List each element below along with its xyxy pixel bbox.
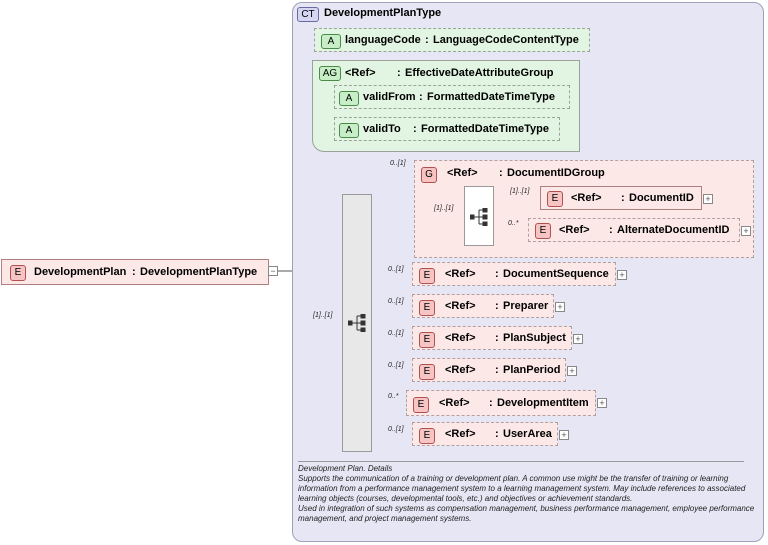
- element-ref: <Ref>: [559, 224, 590, 236]
- element-sep: :: [489, 397, 493, 409]
- expand-toggle[interactable]: +: [617, 270, 627, 280]
- element-ref: <Ref>: [445, 300, 476, 312]
- element-cardinality: 0..*: [388, 393, 399, 400]
- element-sep: :: [621, 192, 625, 204]
- attribute-box-languagecode[interactable]: A languageCode : LanguageCodeContentType: [314, 28, 590, 52]
- element-badge: E: [419, 300, 435, 316]
- complex-type-name: DevelopmentPlanType: [324, 7, 442, 19]
- group-name: DocumentIDGroup: [507, 167, 605, 179]
- expand-toggle[interactable]: +: [559, 430, 569, 440]
- documentation-paragraph: Used in integration of such systems as c…: [298, 504, 755, 523]
- element-ref: <Ref>: [571, 192, 602, 204]
- sequence-compositor[interactable]: [342, 194, 372, 452]
- attribute-type: FormattedDateTimeType: [427, 91, 555, 103]
- attribute-group-name: EffectiveDateAttributeGroup: [405, 67, 554, 79]
- attribute-badge: A: [339, 91, 359, 106]
- choice-compositor[interactable]: [464, 186, 494, 246]
- attribute-type: FormattedDateTimeType: [421, 123, 549, 135]
- attribute-group-ref: <Ref>: [345, 67, 376, 79]
- choice-icon: [470, 208, 488, 226]
- element-name: DocumentSequence: [503, 268, 609, 280]
- expand-toggle[interactable]: +: [741, 226, 751, 236]
- documentation-paragraph: Supports the communication of a training…: [298, 474, 746, 503]
- group-badge: G: [421, 167, 437, 183]
- attribute-box-validto[interactable]: A validTo : FormattedDateTimeType: [334, 117, 560, 141]
- attribute-sep: :: [413, 123, 417, 135]
- element-cardinality: 0..*: [508, 220, 519, 227]
- complex-type-badge: CT: [297, 7, 319, 22]
- element-cardinality: [1]..[1]: [510, 188, 530, 195]
- element-name: DevelopmentItem: [497, 397, 589, 409]
- element-box-documentid[interactable]: E <Ref> : DocumentID: [540, 186, 702, 210]
- element-badge: E: [419, 364, 435, 380]
- element-name: UserArea: [503, 428, 552, 440]
- attribute-group-badge: AG: [319, 66, 341, 81]
- element-box-developmentitem[interactable]: E <Ref> : DevelopmentItem: [406, 390, 596, 416]
- attribute-type: LanguageCodeContentType: [433, 34, 579, 46]
- element-badge: E: [413, 397, 429, 413]
- element-sep: :: [495, 268, 499, 280]
- group-sep: :: [499, 167, 503, 179]
- element-cardinality: 0..[1]: [388, 266, 404, 273]
- element-name: DocumentID: [629, 192, 694, 204]
- attribute-badge: A: [321, 34, 341, 49]
- expand-toggle[interactable]: +: [567, 366, 577, 376]
- expand-toggle[interactable]: +: [703, 194, 713, 204]
- documentation-divider: [298, 461, 744, 462]
- element-name: AlternateDocumentID: [617, 224, 730, 236]
- element-cardinality: 0..[1]: [388, 298, 404, 305]
- attribute-group-sep: :: [397, 67, 401, 79]
- element-name: PlanPeriod: [503, 364, 561, 376]
- element-box-preparer[interactable]: E <Ref> : Preparer: [412, 294, 554, 318]
- root-element-box[interactable]: E DevelopmentPlan : DevelopmentPlanType: [1, 259, 269, 285]
- element-cardinality: 0..[1]: [388, 330, 404, 337]
- attribute-sep: :: [425, 34, 429, 46]
- attribute-name: validTo: [363, 123, 401, 135]
- element-badge: E: [419, 268, 435, 284]
- element-name: PlanSubject: [503, 332, 566, 344]
- sequence-icon: [348, 314, 366, 332]
- group-ref: <Ref>: [447, 167, 478, 179]
- element-ref: <Ref>: [445, 364, 476, 376]
- element-badge: E: [419, 428, 435, 444]
- element-name: Preparer: [503, 300, 549, 312]
- attribute-name: languageCode: [345, 34, 421, 46]
- expand-toggle[interactable]: +: [597, 398, 607, 408]
- element-sep: :: [609, 224, 613, 236]
- attribute-box-validfrom[interactable]: A validFrom : FormattedDateTimeType: [334, 85, 570, 109]
- group-cardinality: 0..[1]: [390, 160, 406, 167]
- choice-cardinality: [1]..[1]: [434, 205, 454, 212]
- element-sep: :: [495, 364, 499, 376]
- root-element-sep: :: [132, 266, 136, 278]
- expand-toggle[interactable]: +: [555, 302, 565, 312]
- element-badge: E: [10, 265, 26, 281]
- element-sep: :: [495, 332, 499, 344]
- root-element-name: DevelopmentPlan: [34, 266, 127, 278]
- collapse-toggle[interactable]: −: [268, 266, 278, 276]
- attribute-badge: A: [339, 123, 359, 138]
- element-box-planperiod[interactable]: E <Ref> : PlanPeriod: [412, 358, 566, 382]
- element-cardinality: 0..[1]: [388, 362, 404, 369]
- attribute-name: validFrom: [363, 91, 416, 103]
- documentation-title: Development Plan. Details: [298, 464, 393, 473]
- element-ref: <Ref>: [439, 397, 470, 409]
- element-sep: :: [495, 428, 499, 440]
- element-ref: <Ref>: [445, 332, 476, 344]
- root-element-type: DevelopmentPlanType: [140, 266, 258, 278]
- element-badge: E: [547, 191, 563, 207]
- element-cardinality: 0..[1]: [388, 426, 404, 433]
- element-badge: E: [535, 223, 551, 239]
- element-box-alternatedocumentid[interactable]: E <Ref> : AlternateDocumentID: [528, 218, 740, 242]
- documentation-block: Development Plan. Details Supports the c…: [298, 464, 758, 524]
- expand-toggle[interactable]: +: [573, 334, 583, 344]
- element-badge: E: [419, 332, 435, 348]
- attribute-sep: :: [419, 91, 423, 103]
- element-sep: :: [495, 300, 499, 312]
- element-box-plansubject[interactable]: E <Ref> : PlanSubject: [412, 326, 572, 350]
- element-box-userarea[interactable]: E <Ref> : UserArea: [412, 422, 558, 446]
- element-box-documentsequence[interactable]: E <Ref> : DocumentSequence: [412, 262, 616, 286]
- sequence-cardinality: [1]..[1]: [313, 312, 333, 319]
- element-ref: <Ref>: [445, 268, 476, 280]
- element-ref: <Ref>: [445, 428, 476, 440]
